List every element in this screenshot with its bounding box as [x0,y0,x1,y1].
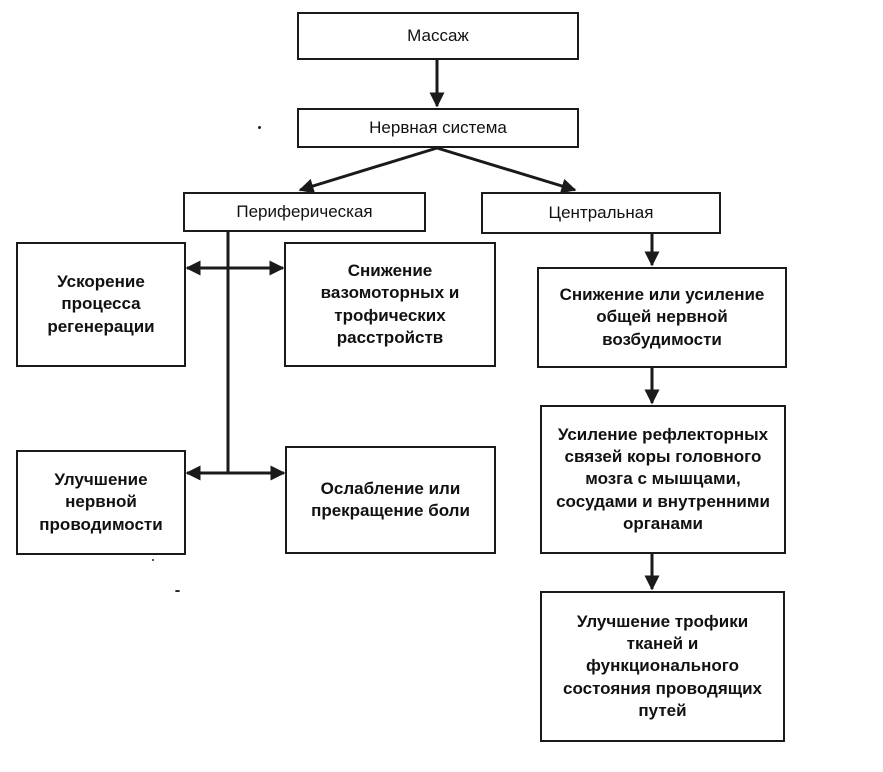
node-reflex: Усиление рефлекторных связей коры головн… [540,405,786,554]
scan-speck [175,590,180,592]
arrow-to-peripheral [298,146,438,194]
node-trophic: Улучшение трофики тканей и функционально… [540,591,785,742]
node-peripheral: Периферическая [183,192,426,232]
scan-speck [152,559,154,561]
node-conductivity-label: Улучшение нервной проводимости [39,470,163,534]
scan-speck [258,126,261,129]
node-nervous-system-label: Нервная система [369,117,507,137]
node-regeneration-label: Ускорение процесса регенерации [47,272,155,336]
arrow-to-central [436,146,577,194]
node-central: Центральная [481,192,721,234]
node-reflex-label: Усиление рефлекторных связей коры головн… [556,425,770,533]
node-massage-label: Массаж [407,25,469,45]
node-vasomotor: Снижение вазомоторных и трофических расс… [284,242,496,367]
node-vasomotor-label: Снижение вазомоторных и трофических расс… [320,261,460,347]
node-conductivity: Улучшение нервной проводимости [16,450,186,555]
node-pain-label: Ослабление или прекращение боли [311,478,470,520]
node-nervous-system: Нервная система [297,108,579,148]
node-trophic-label: Улучшение трофики тканей и функционально… [563,612,762,720]
node-peripheral-label: Периферическая [236,201,373,221]
node-massage: Массаж [297,12,579,60]
node-pain: Ослабление или прекращение боли [285,446,496,554]
node-excitability-label: Снижение или усиление общей нервной возб… [559,285,765,349]
node-excitability: Снижение или усиление общей нервной возб… [537,267,787,368]
node-central-label: Центральная [548,202,654,222]
node-regeneration: Ускорение процесса регенерации [16,242,186,367]
